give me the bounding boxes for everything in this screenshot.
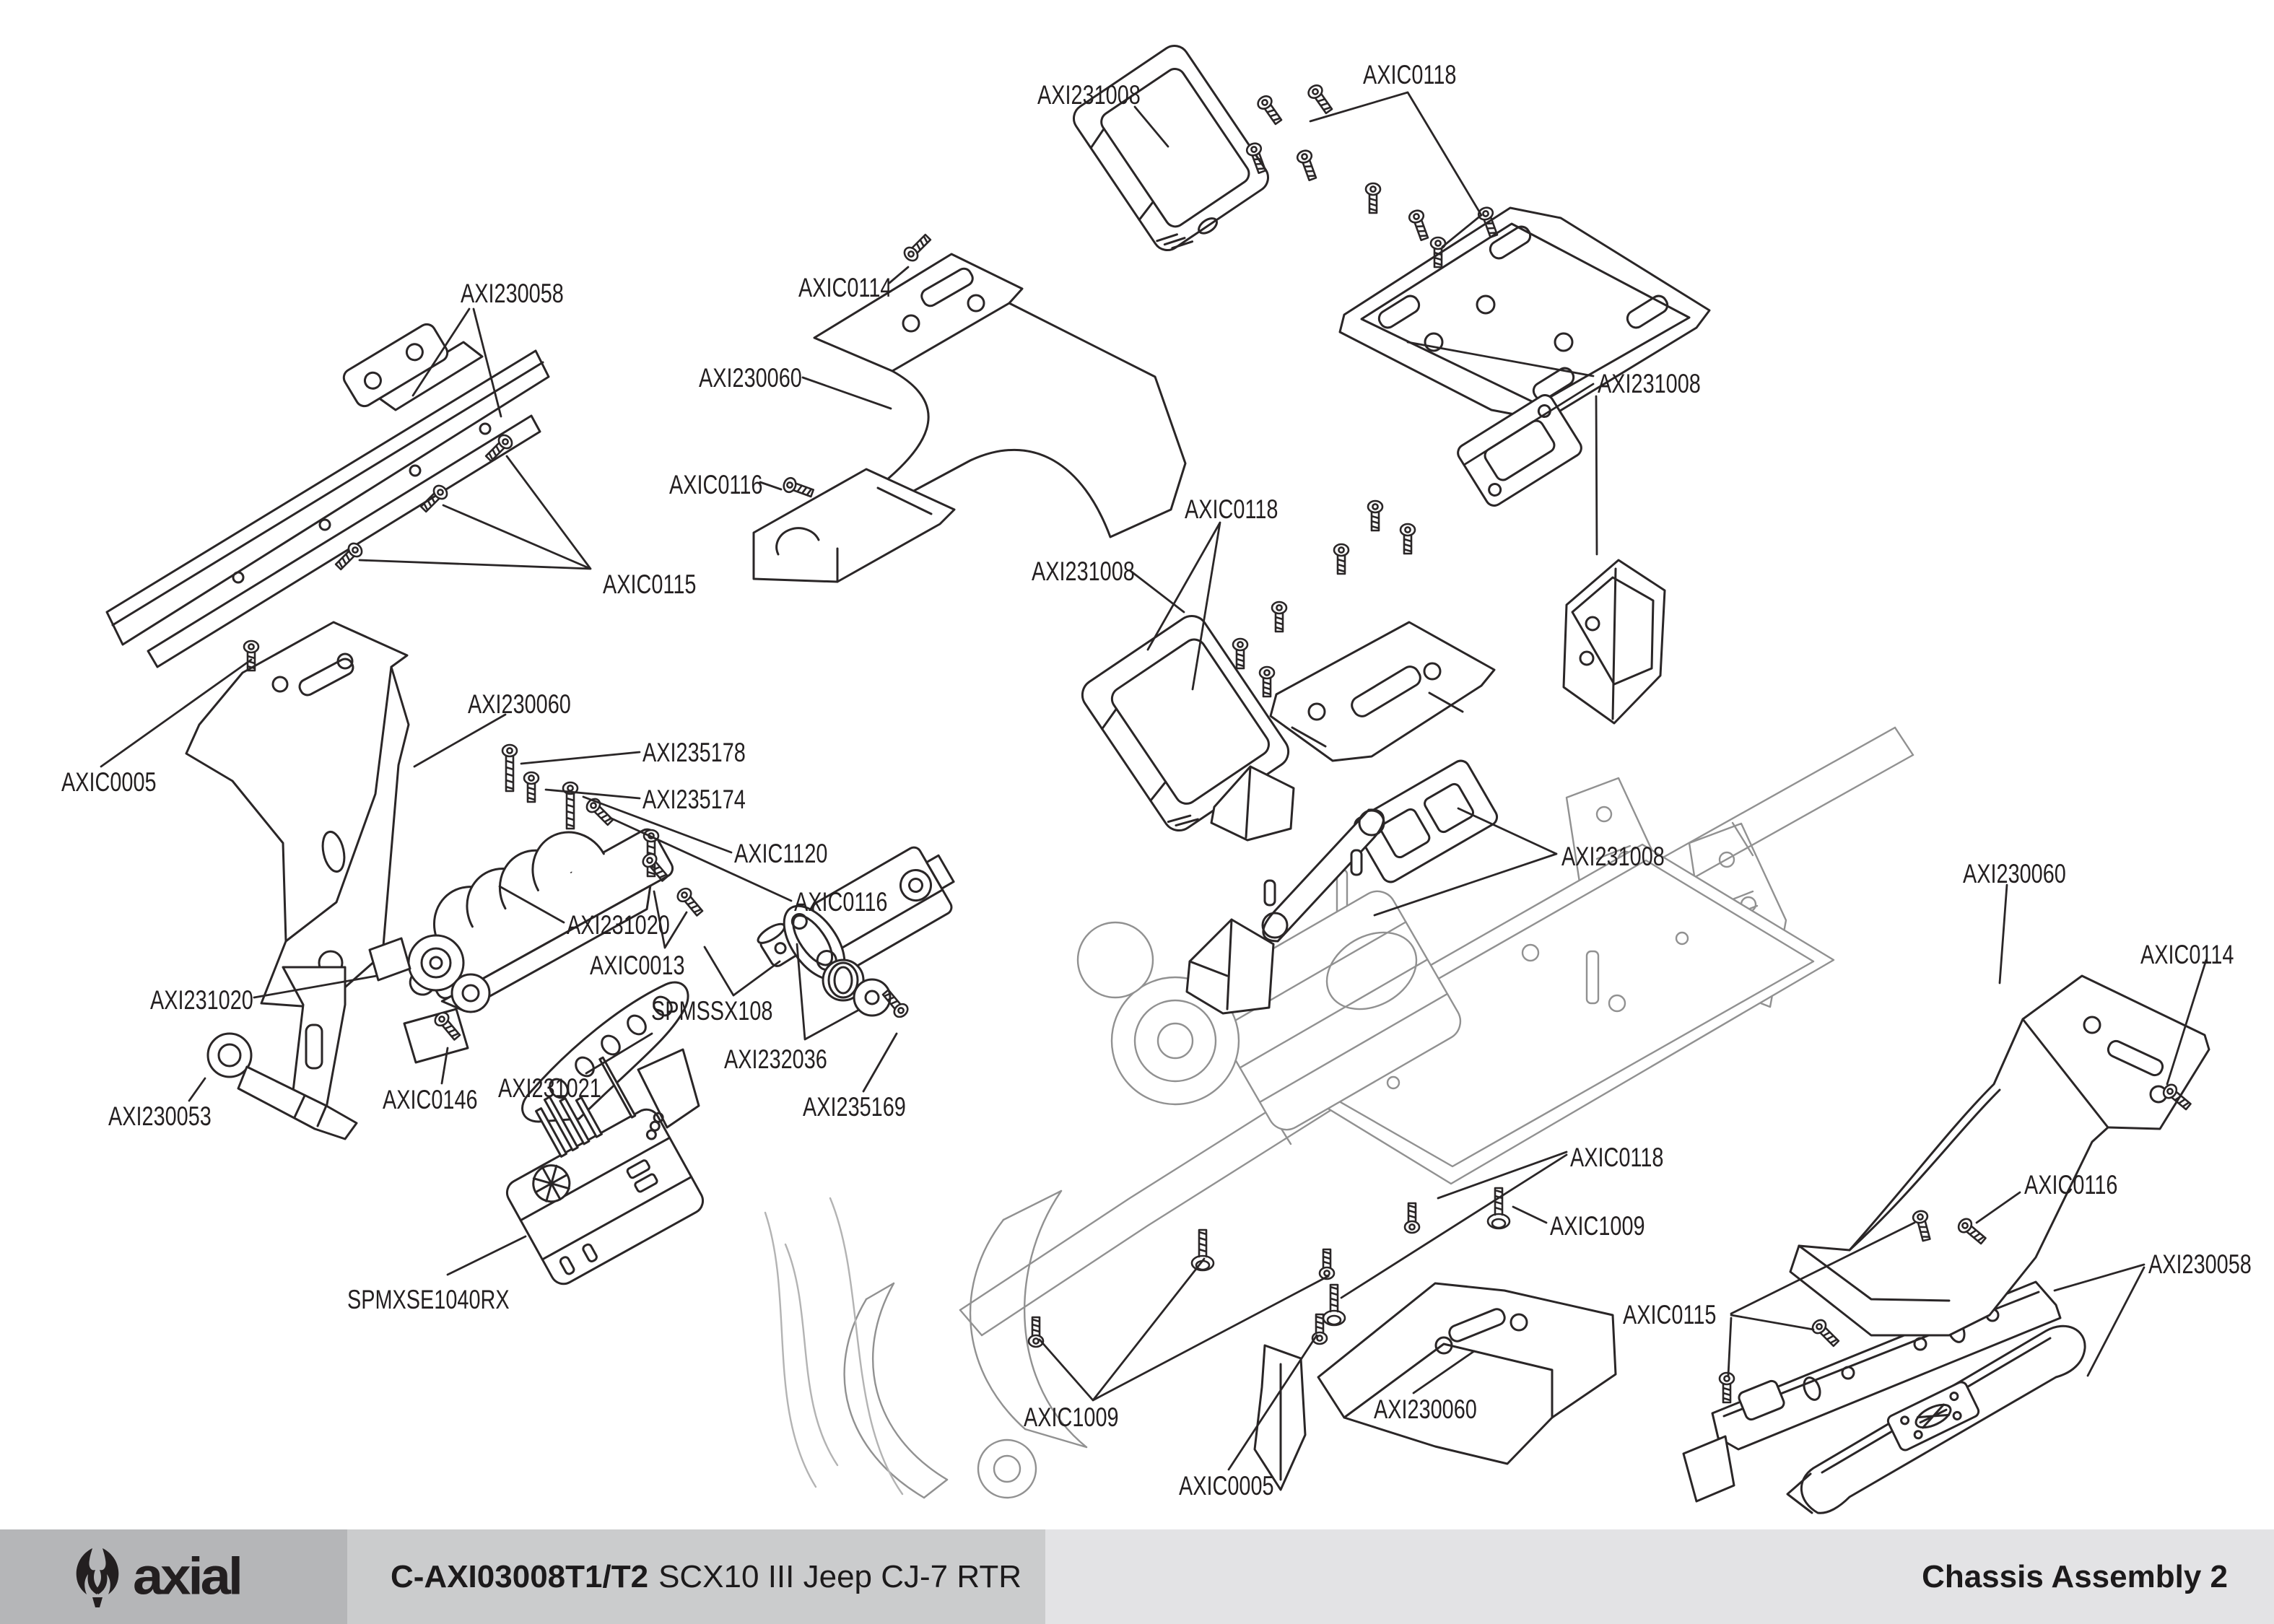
part-plate-top-right [1338,206,1711,422]
part-bellcrank [783,904,846,981]
part-fender-top [752,253,1187,583]
part-label-axic0116-servo: AXIC0116 [794,887,888,917]
part-label-axi230060-top: AXI230060 [699,363,802,393]
part-label-axi231020-right: AXI231020 [567,910,670,940]
part-skid-mid [1269,621,1496,762]
footer-page-title: Chassis Assembly 2 [1045,1529,2274,1624]
part-label-axi231008-top-right: AXI231008 [1598,369,1701,398]
part-fender-right [1789,974,2210,1337]
diagram-linework [100,44,2210,1514]
part-label-axic0118-top: AXIC0118 [1363,60,1457,90]
part-battery-motor-unit [409,828,674,1012]
part-label-axic0013: AXIC0013 [590,951,685,980]
part-box-top [1073,44,1269,252]
part-side-rail-left [105,323,550,668]
part-label-axic0118-bottom: AXIC0118 [1570,1143,1664,1172]
part-receiver [505,1056,705,1285]
part-label-axic0114-top: AXIC0114 [798,273,892,302]
part-steering-arm [521,981,700,1129]
footer-document-title: C-AXI03008T1/T2 SCX10 III Jeep CJ-7 RTR [347,1529,1045,1624]
footer-doc-name: SCX10 III Jeep CJ-7 RTR [658,1558,1021,1594]
part-label-axic0118-mid: AXIC0118 [1185,494,1278,524]
exploded-diagram: AXI231008 AXIC0118 AXI230058 AXIC0114 AX… [61,44,2252,1514]
part-rear-bumper [1786,1324,2086,1514]
part-label-axic0115-right: AXIC0115 [1623,1300,1717,1330]
part-label-axi230058-right: AXI230058 [2148,1249,2252,1279]
footer-assembly-name: Chassis Assembly 2 [1922,1558,2228,1594]
axial-logo-wordmark: axial [133,1547,243,1606]
part-label-axi230060-left: AXI230060 [468,689,571,719]
part-label-axic0116-top: AXIC0116 [669,470,763,499]
part-bracket-pair-mid [1353,759,1499,883]
leader-lines [100,91,2208,1471]
footer-doc-code: C-AXI03008T1/T2 [391,1558,649,1594]
footer-title-bar: axial C-AXI03008T1/T2 SCX10 III Jeep CJ-… [0,1529,2274,1624]
part-cap-mid [1185,918,1275,1015]
footer-brand-block: axial [0,1529,347,1624]
part-label-axic0005-left: AXIC0005 [61,767,157,797]
part-label-axi232036: AXI232036 [724,1044,827,1074]
part-label-axi230053: AXI230053 [108,1101,212,1131]
part-mount-bracket-a [1457,394,1582,507]
part-label-axic0114-right: AXIC0114 [2140,940,2234,969]
part-label-axi230060-bottom: AXI230060 [1374,1394,1477,1424]
part-mount-wedge-b [1562,559,1666,725]
part-label-axi231008-top: AXI231008 [1037,80,1141,110]
part-link-rod-mid [1261,808,1385,943]
part-label-axi231020-left: AXI231020 [150,985,253,1015]
chassis-assembly-background [764,726,1914,1499]
part-label-axic1009-right: AXIC1009 [1550,1211,1645,1241]
part-label-axi231021: AXI231021 [498,1073,601,1103]
part-label-axi235178: AXI235178 [642,738,746,767]
part-label-spmssx108: SPMSSX108 [651,996,773,1026]
part-label-axi235169: AXI235169 [803,1092,906,1122]
part-steering-knuckle-cluster [368,934,491,1064]
part-label-axic0146: AXIC0146 [383,1085,478,1114]
part-antenna-tube [206,1032,358,1140]
part-label-axic0116-right: AXIC0116 [2024,1170,2118,1200]
part-label-axic1120: AXIC1120 [734,839,828,868]
part-label-axi235174: AXI235174 [642,785,746,814]
part-label-spmxse1040rx: SPMXSE1040RX [347,1285,510,1314]
part-servo-saver-washer [853,978,892,1017]
part-label-axi230060-right: AXI230060 [1963,859,2066,889]
axial-logo-icon [76,1547,119,1607]
part-label-axi230058-top-left: AXI230058 [461,279,564,308]
part-label-axic0005-bottom: AXIC0005 [1179,1471,1274,1501]
part-label-axic0115-top-left: AXIC0115 [603,569,697,599]
part-label-axi231008-mid-left: AXI231008 [1032,556,1135,586]
part-cap-top-chassis [1210,765,1295,842]
part-skid-bottom [1253,1282,1617,1491]
part-label-axic1009-left: AXIC1009 [1024,1402,1119,1432]
part-servo-saver-spring [822,959,865,1002]
part-label-axi231008-mid-right: AXI231008 [1561,842,1665,871]
